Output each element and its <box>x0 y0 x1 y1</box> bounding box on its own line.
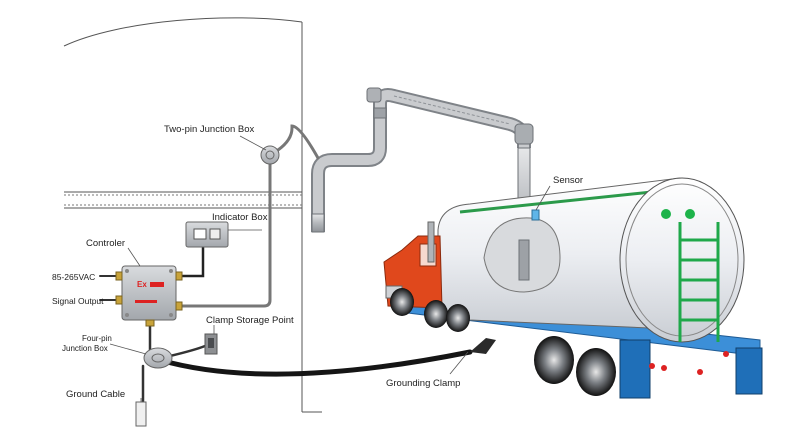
controller-ex-mark: Ex <box>137 280 147 289</box>
four-pin-box-cover <box>151 353 165 363</box>
tail-light-3 <box>697 369 703 375</box>
four-pin-leader <box>109 343 147 355</box>
mudflap-left <box>619 339 651 399</box>
building-roof-line <box>63 17 303 47</box>
four-pin-junction-box <box>109 343 173 369</box>
tail-light-1 <box>649 363 655 369</box>
clamp-storage-point <box>204 325 218 355</box>
indicator-box-body <box>185 221 229 248</box>
label-ground-cable: Ground Cable <box>66 389 125 400</box>
tank-indicator-light-left <box>661 209 671 219</box>
label-clamp-storage-point: Clamp Storage Point <box>206 315 294 326</box>
wire-controller-to-two-pin-box <box>174 158 272 308</box>
ground-cable-to-clamp <box>157 349 473 377</box>
grounding-clamp-leader <box>449 351 469 375</box>
wiring <box>99 124 473 404</box>
controller-bolt-tr <box>169 269 173 273</box>
indicator-lamp <box>209 228 221 240</box>
controller-bolt-bl <box>125 313 129 317</box>
label-two-pin-leader <box>239 135 267 151</box>
wire-four-pin-to-clamp-storage <box>168 344 207 358</box>
label-sensor: Sensor <box>553 175 583 186</box>
controller-bolt-tl <box>125 269 129 273</box>
clamp-storage-slot <box>208 338 214 348</box>
controller-gland-two-pin <box>175 301 183 311</box>
controller-gland-bottom <box>145 319 155 327</box>
tank-end-cap-rim <box>625 183 739 337</box>
wheel-drive-1 <box>424 300 448 328</box>
controller-gland-signal <box>115 295 123 305</box>
arm-drop-tube-inside <box>518 239 530 281</box>
label-signal-output: Signal Output <box>52 296 104 306</box>
wheel-trailer-1 <box>534 336 574 384</box>
label-controller: Controler <box>86 238 125 249</box>
sensor-body <box>531 209 540 221</box>
controller: Ex <box>115 247 183 327</box>
label-indicator-box: Indicator Box <box>212 212 268 223</box>
controller-bolt-br <box>169 313 173 317</box>
arm-drop-elbow <box>514 123 534 145</box>
tanker-truck <box>383 177 763 399</box>
controller-nameplate <box>135 300 157 303</box>
wire-indicator-to-controller <box>174 245 205 278</box>
grounding-clamp <box>470 338 496 354</box>
label-grounding-clamp: Grounding Clamp <box>386 378 460 389</box>
wheel-front <box>390 288 414 316</box>
two-pin-box-body <box>260 145 280 165</box>
arm-outlet-flange <box>311 213 325 233</box>
ground-stake <box>135 398 147 427</box>
label-four-pin-line1: Four-pin <box>82 334 112 343</box>
building-outline <box>63 17 322 413</box>
mudflap-right <box>735 347 763 395</box>
sensor-leader <box>535 185 551 211</box>
label-two-pin-junction-box: Two-pin Junction Box <box>164 124 255 135</box>
arm-top-elbow <box>366 87 382 103</box>
tank-indicator-light-right <box>685 209 695 219</box>
controller-leader <box>127 247 141 267</box>
tail-light-4 <box>723 351 729 357</box>
arm-swivel-joint <box>373 107 387 119</box>
indicator-box <box>185 221 262 248</box>
controller-gland-supply <box>115 271 123 281</box>
cab-exhaust-stack <box>427 221 435 263</box>
tail-light-2 <box>661 365 667 371</box>
ground-stake-rod <box>135 401 147 427</box>
indicator-display <box>193 228 207 240</box>
wheel-drive-2 <box>446 304 470 332</box>
tank-ladder <box>678 222 720 342</box>
four-pin-box-body <box>143 347 173 369</box>
wire-two-pin-box-to-arm <box>276 124 320 160</box>
floor-hatch <box>64 194 302 206</box>
label-four-pin-line2: Junction Box <box>62 344 108 353</box>
controller-red-tag <box>150 282 164 287</box>
two-pin-junction-box <box>260 145 280 165</box>
controller-gland-indicator <box>175 271 183 281</box>
labels: Two-pin Junction Box Indicator Box Contr… <box>52 124 583 400</box>
controller-body <box>121 265 177 321</box>
label-supply-voltage: 85-265VAC <box>52 272 95 282</box>
two-pin-box-cover <box>265 150 275 160</box>
wheel-trailer-2 <box>576 348 616 396</box>
